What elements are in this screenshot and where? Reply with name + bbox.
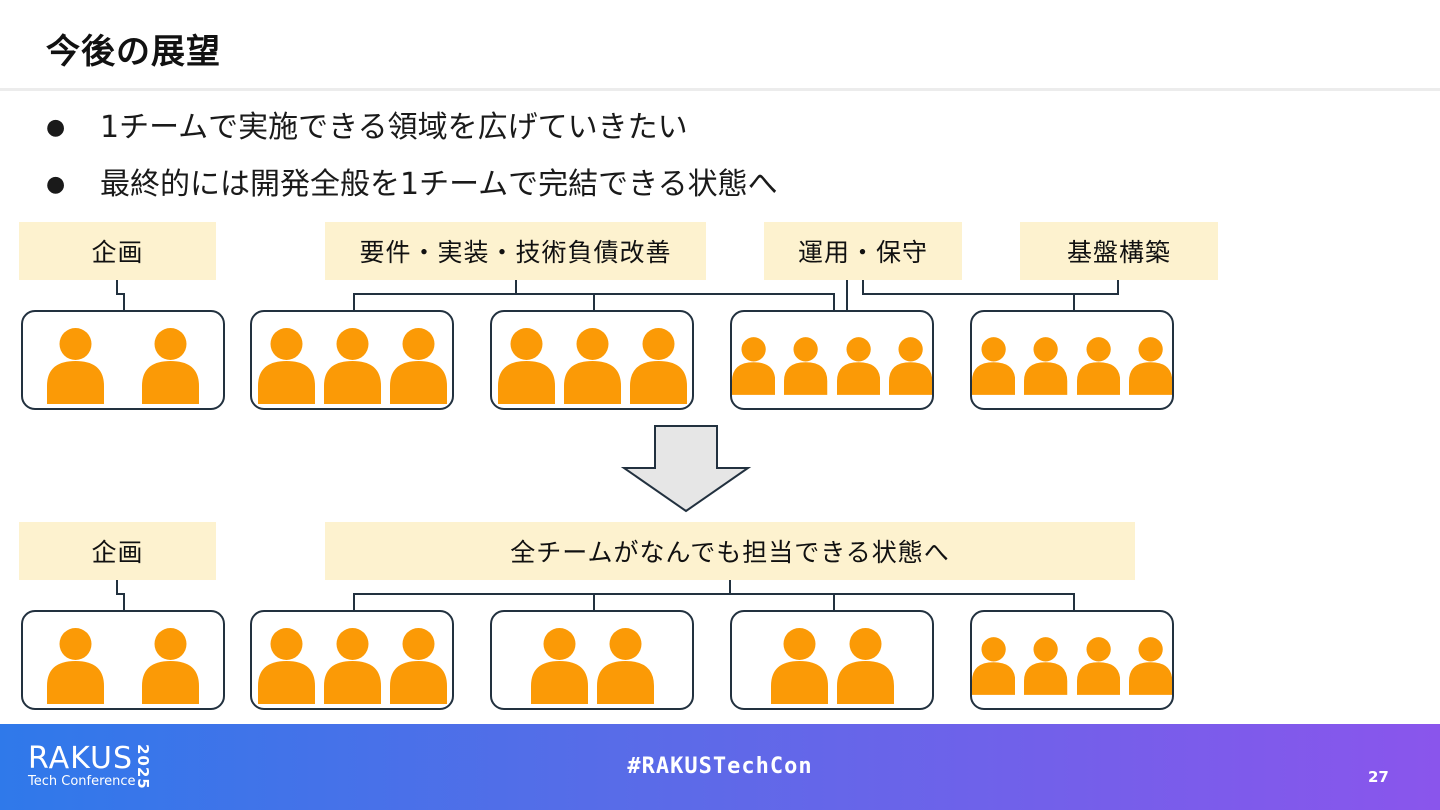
person-icon <box>323 328 381 404</box>
person-icon <box>142 628 199 704</box>
bullet-text: 最終的には開発全般を1チームで完結できる状態へ <box>100 167 778 202</box>
person-icon <box>47 328 104 404</box>
rakus-logo: RAKUS Tech Conference 2025 <box>28 741 152 790</box>
bullet-list: ● 1チームで実施できる領域を広げていきたい ● 最終的には開発全般を1チームで完結… <box>46 104 778 218</box>
person-icon <box>389 328 447 404</box>
connector-all-teams-bottom <box>353 580 1075 610</box>
team-box <box>730 610 934 710</box>
person-icon <box>596 628 654 704</box>
bullet-item: ● 最終的には開発全般を1チームで完結できる状態へ <box>46 161 778 218</box>
team-box <box>250 610 454 710</box>
person-icon <box>1024 637 1068 695</box>
connector-planning-bottom <box>116 580 125 610</box>
person-icon <box>1076 637 1120 695</box>
bullet-item: ● 1チームで実施できる領域を広げていきたい <box>46 104 778 161</box>
person-icon <box>563 328 621 404</box>
team-box <box>490 310 694 410</box>
person-icon <box>1128 337 1172 395</box>
bullet-text: 1チームで実施できる領域を広げていきたい <box>100 110 688 145</box>
label-operations-top: 運用・保守 <box>764 222 962 280</box>
team-box <box>250 310 454 410</box>
person-icon <box>257 628 315 704</box>
person-icon <box>1076 337 1120 395</box>
person-icon <box>972 337 1016 395</box>
person-icon <box>257 328 315 404</box>
person-icon <box>770 628 828 704</box>
connector-development-top <box>353 280 835 310</box>
person-icon <box>142 328 199 404</box>
label-planning-top: 企画 <box>19 222 216 280</box>
slide-title: 今後の展望 <box>46 32 221 72</box>
team-box <box>730 310 934 410</box>
label-development-top: 要件・実装・技術負債改善 <box>325 222 706 280</box>
team-box <box>970 610 1174 710</box>
bullet-dot-icon: ● <box>46 172 66 197</box>
person-icon <box>836 337 880 395</box>
title-bar: 今後の展望 <box>0 0 1440 91</box>
logo-sub-text: Tech Conference <box>28 774 136 789</box>
bullet-dot-icon: ● <box>46 115 66 140</box>
hashtag: #RAKUSTechCon <box>627 754 813 779</box>
person-icon <box>530 628 588 704</box>
person-icon <box>888 337 932 395</box>
page-number: 27 <box>1368 768 1389 786</box>
footer-bar: RAKUS Tech Conference 2025 #RAKUSTechCon… <box>0 724 1440 810</box>
team-box-planning <box>21 310 225 410</box>
person-icon <box>629 328 687 404</box>
person-icon <box>389 628 447 704</box>
down-arrow-icon <box>620 425 752 513</box>
team-box <box>970 310 1174 410</box>
person-icon <box>836 628 894 704</box>
team-box <box>490 610 694 710</box>
person-icon <box>1024 337 1068 395</box>
label-all-teams-bottom: 全チームがなんでも担当できる状態へ <box>325 522 1135 580</box>
person-icon <box>784 337 828 395</box>
team-box-planning <box>21 610 225 710</box>
logo-main-text: RAKUS <box>28 741 134 776</box>
connector-infrastructure-top <box>862 280 1119 310</box>
person-icon <box>732 337 776 395</box>
label-infrastructure-top: 基盤構築 <box>1020 222 1218 280</box>
connector-planning-top <box>116 280 125 310</box>
person-icon <box>47 628 104 704</box>
person-icon <box>323 628 381 704</box>
label-planning-bottom: 企画 <box>19 522 216 580</box>
person-icon <box>497 328 555 404</box>
person-icon <box>1128 637 1172 695</box>
person-icon <box>972 637 1016 695</box>
